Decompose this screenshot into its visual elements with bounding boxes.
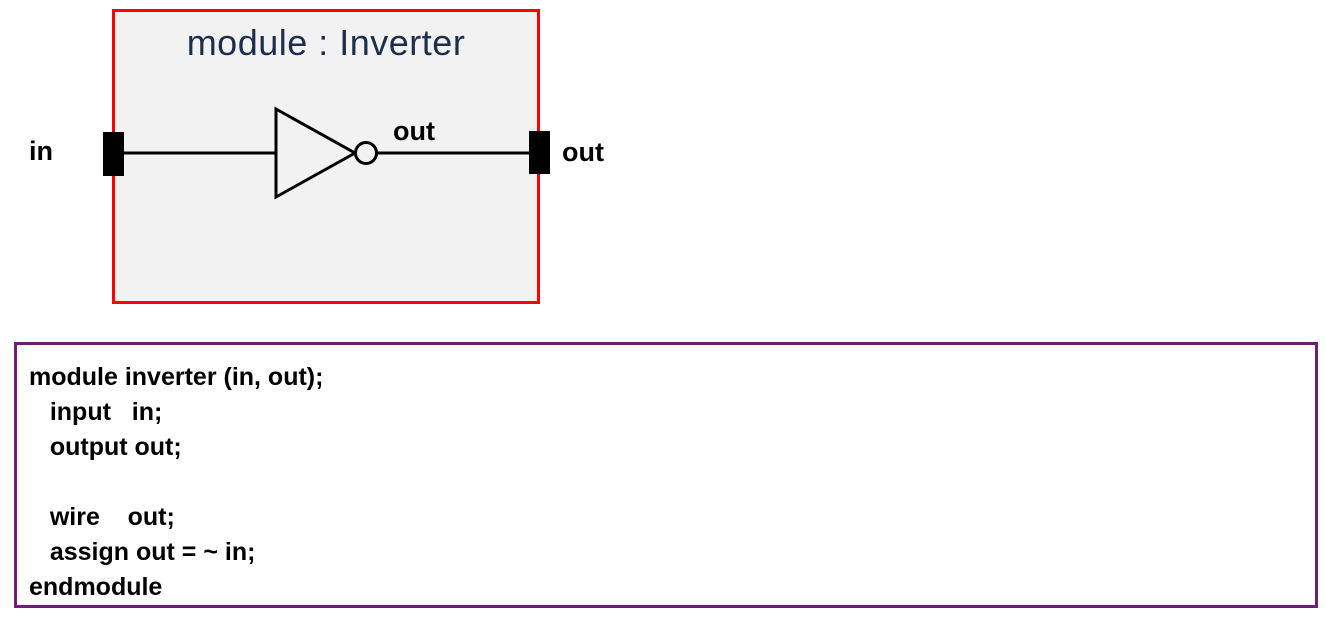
output-port-label: out: [562, 137, 604, 167]
input-port-terminal: [103, 132, 124, 176]
code-line: output out;: [29, 433, 182, 461]
code-line: input in;: [29, 398, 163, 426]
code-line: wire out;: [29, 503, 175, 531]
wire-net-label: out: [393, 116, 435, 146]
code-line: [29, 465, 1305, 500]
code-line: endmodule: [29, 573, 163, 601]
inverter-gate: [274, 106, 359, 200]
inverter-gate-diagram: [103, 106, 550, 200]
code-line: module inverter (in, out);: [29, 363, 324, 391]
input-port-label: in: [29, 136, 53, 166]
not-bubble-icon: [354, 141, 378, 165]
verilog-code-block: module inverter (in, out); input in; out…: [14, 342, 1318, 608]
output-port-terminal: [529, 131, 550, 174]
module-title: module : Inverter: [186, 22, 466, 63]
code-line: assign out = ~ in;: [29, 538, 256, 566]
